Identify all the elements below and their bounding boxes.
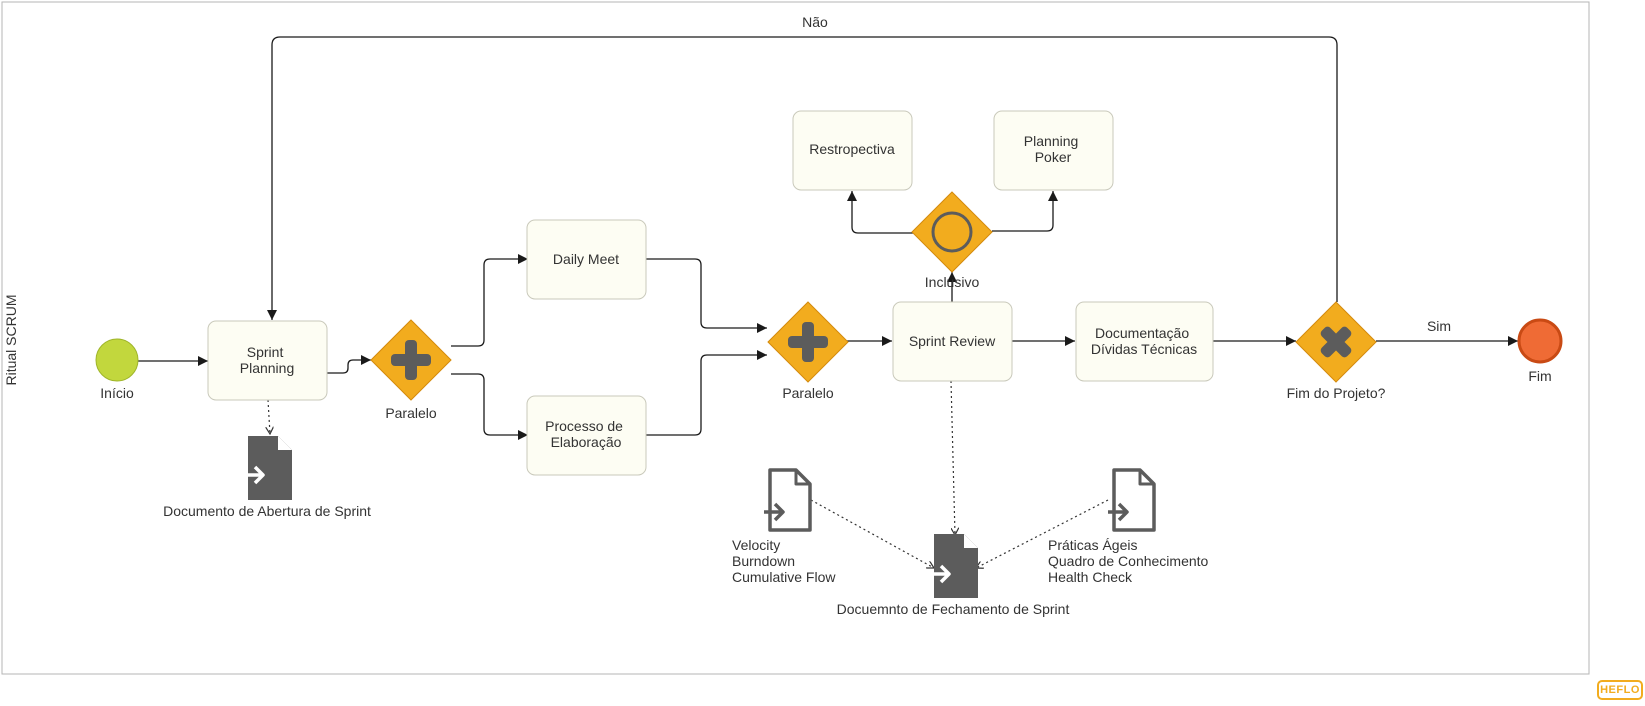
flow-label-nao: Não — [802, 14, 828, 30]
gateway-paralelo-2-label: Paralelo — [782, 385, 834, 401]
document-metrics-label: Velocity Burndown Cumulative Flow — [732, 537, 836, 585]
document-fechamento[interactable]: Docuemnto de Fechamento de Sprint — [837, 534, 1070, 617]
flow-inclusivo-to-poker[interactable] — [992, 191, 1058, 232]
flow-planning-to-gateway1[interactable] — [327, 355, 371, 374]
document-input-icon — [244, 436, 292, 500]
gateway-paralelo-1[interactable]: Paralelo — [370, 319, 452, 421]
task-planning-poker[interactable]: Planning Poker — [993, 110, 1114, 191]
flow-daily-to-gateway2[interactable] — [646, 258, 767, 333]
sequence-flows — [137, 36, 1518, 440]
start-event-circle[interactable] — [95, 338, 139, 382]
document-fechamento-label: Docuemnto de Fechamento de Sprint — [837, 601, 1070, 617]
task-restropectiva-label: Restropectiva — [809, 141, 895, 157]
task-restropectiva[interactable]: Restropectiva — [792, 110, 913, 191]
flow-label-sim: Sim — [1427, 318, 1451, 334]
end-event[interactable]: Fim — [1517, 318, 1563, 384]
task-sprint-planning[interactable]: Sprint Planning — [207, 320, 328, 401]
task-documentacao-label: Documentação Dívidas Técnicas — [1091, 325, 1197, 357]
document-metrics[interactable]: Velocity Burndown Cumulative Flow — [732, 468, 836, 585]
document-outline-icon — [764, 468, 812, 532]
document-praticas-label: Práticas Ágeis Quadro de Conhecimento He… — [1048, 537, 1212, 585]
heflo-logo[interactable]: HEFLO — [1597, 680, 1643, 700]
flow-inclusivo-to-restropectiva[interactable] — [847, 191, 913, 234]
gateway-paralelo-1-label: Paralelo — [385, 405, 437, 421]
end-event-label: Fim — [1528, 368, 1551, 384]
x-icon — [1320, 326, 1352, 358]
flow-nao-loop[interactable] — [267, 36, 1338, 320]
gateway-inclusivo[interactable]: Inclusivo — [911, 191, 993, 290]
document-abertura-label: Documento de Abertura de Sprint — [163, 503, 371, 519]
assoc-review-to-fechamento[interactable] — [950, 380, 955, 535]
task-processo-elaboracao[interactable]: Processo de Elaboração — [526, 395, 647, 476]
document-input-icon — [930, 534, 978, 598]
document-outline-icon — [1108, 468, 1156, 532]
plus-icon — [788, 322, 828, 362]
end-event-circle[interactable] — [1517, 318, 1563, 364]
flow-gateway1-to-processo[interactable] — [451, 373, 528, 440]
start-event[interactable]: Início — [95, 338, 139, 401]
flow-gateway1-to-daily[interactable] — [451, 254, 528, 347]
pool-label: Ritual SCRUM — [3, 294, 19, 385]
document-praticas[interactable]: Práticas Ágeis Quadro de Conhecimento He… — [1048, 468, 1212, 585]
start-event-label: Início — [100, 385, 134, 401]
flow-processo-to-gateway2[interactable] — [646, 350, 767, 436]
circle-icon — [931, 211, 973, 253]
task-planning-poker-label: Planning Poker — [1024, 133, 1082, 165]
task-sprint-review-label: Sprint Review — [909, 333, 996, 349]
task-documentacao[interactable]: Documentação Dívidas Técnicas — [1075, 301, 1214, 382]
document-abertura[interactable]: Documento de Abertura de Sprint — [163, 436, 371, 519]
assoc-metrics-to-fechamento[interactable] — [810, 499, 934, 568]
plus-icon — [391, 340, 431, 380]
task-daily-meet[interactable]: Daily Meet — [526, 219, 647, 300]
task-sprint-review[interactable]: Sprint Review — [892, 301, 1013, 382]
task-sprint-planning-label: Sprint Planning — [240, 344, 295, 376]
associations — [268, 380, 1109, 568]
gateway-paralelo-2[interactable]: Paralelo — [767, 301, 849, 401]
gateway-fim-do-projeto[interactable]: Fim do Projeto? — [1287, 301, 1386, 401]
task-processo-label: Processo de Elaboração — [545, 418, 627, 450]
gateway-fim-do-projeto-label: Fim do Projeto? — [1287, 385, 1386, 401]
gateway-inclusivo-label: Inclusivo — [925, 274, 980, 290]
assoc-planning-to-abertura[interactable] — [268, 399, 270, 434]
task-daily-meet-label: Daily Meet — [553, 251, 619, 267]
pool[interactable]: Ritual SCRUM — [1, 1, 1590, 675]
